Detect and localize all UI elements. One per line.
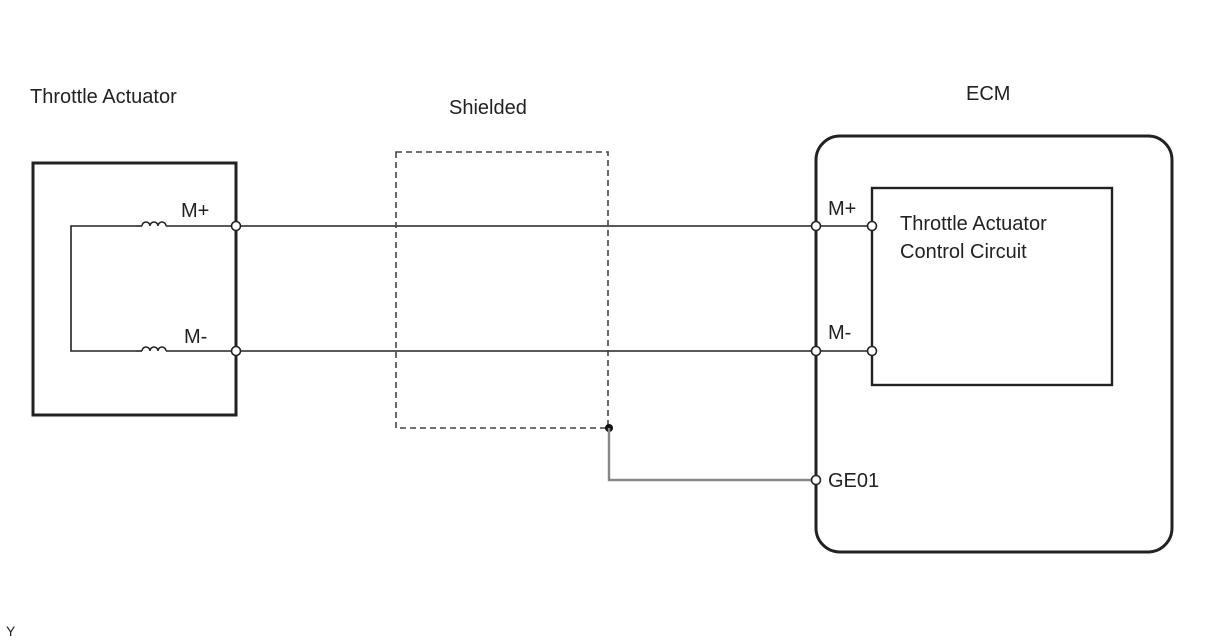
shielded-label: Shielded (449, 97, 527, 119)
actuator-m-plus-label: M+ (181, 200, 209, 222)
ecm-box (814, 134, 1174, 554)
lower-coil-icon (136, 346, 236, 352)
actuator-m-minus-terminal (230, 345, 242, 357)
control-circuit-box (870, 186, 1114, 387)
upper-coil-icon (136, 221, 236, 227)
motor-internal-loop (70, 225, 136, 352)
control-circuit-title-line1: Throttle Actuator (900, 213, 1047, 235)
actuator-m-minus-label: M- (184, 326, 207, 348)
ecm-m-plus-label: M+ (828, 198, 856, 220)
control-circuit-title-line2: Control Circuit (900, 241, 1027, 263)
ecm-m-minus-terminal (810, 345, 822, 357)
actuator-m-plus-terminal (230, 220, 242, 232)
ecm-ge01-terminal (810, 474, 822, 486)
circuit-m-plus-terminal (866, 220, 878, 232)
circuit-m-minus-terminal (866, 345, 878, 357)
shield-box (395, 151, 609, 429)
throttle-actuator-title: Throttle Actuator (30, 86, 177, 108)
ecm-title: ECM (966, 83, 1010, 105)
ecm-m-plus-terminal (810, 220, 822, 232)
ecm-m-minus-label: M- (828, 322, 851, 344)
throttle-actuator-box (31, 161, 238, 417)
ground-wire (607, 428, 816, 482)
corner-code: Y (6, 623, 16, 639)
ecm-ge01-label: GE01 (828, 470, 879, 492)
